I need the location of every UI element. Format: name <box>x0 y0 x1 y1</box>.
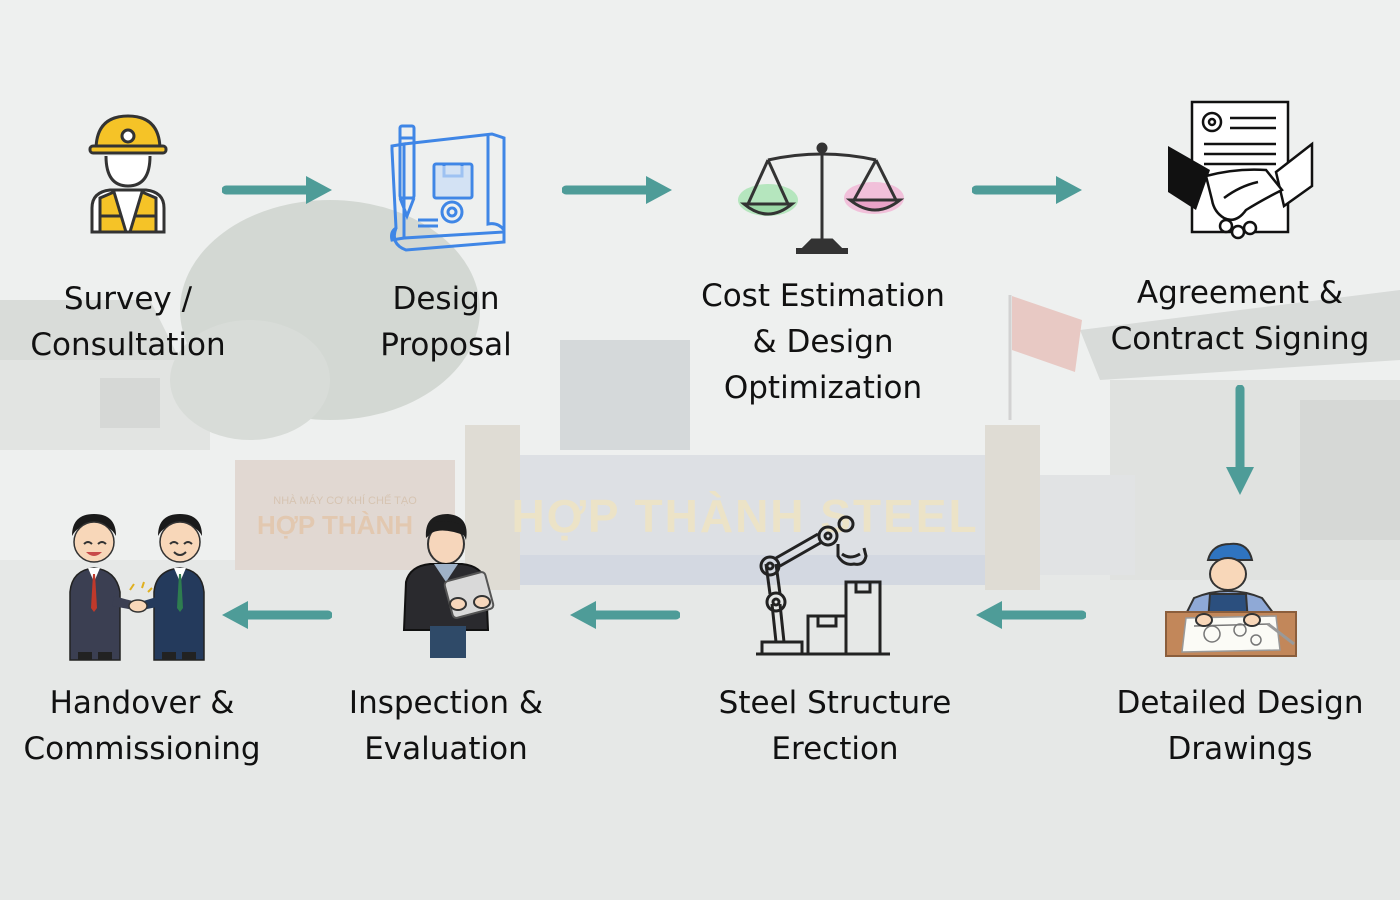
label-line: Handover & <box>49 685 235 721</box>
handshake-people-icon <box>69 514 205 661</box>
step-label: Agreement & Contract Signing <box>1111 270 1370 362</box>
drafter-icon <box>1165 542 1297 657</box>
label-line: & Design <box>752 324 894 360</box>
scale-icon <box>738 142 905 254</box>
step-label: Handover & Commissioning <box>23 680 260 772</box>
arrow-right-3 <box>972 176 1082 204</box>
step-label: Steel Structure Erection <box>719 680 952 772</box>
step-label: Design Proposal <box>380 276 512 368</box>
label-line: Design <box>392 281 500 317</box>
step-label: Survey / Consultation <box>30 276 225 368</box>
label-line: Cost Estimation <box>701 278 945 314</box>
inspector-icon <box>402 514 495 658</box>
step-label: Detailed Design Drawings <box>1117 680 1364 772</box>
step-label: Cost Estimation & Design Optimization <box>701 273 945 411</box>
label-line: Consultation <box>30 327 226 363</box>
board-sign-text: HỢP THÀNH <box>257 510 413 540</box>
blueprint-icon <box>390 124 506 252</box>
label-line: Drawings <box>1167 731 1313 767</box>
robot-arm-icon <box>756 515 890 656</box>
handshake-contract-icon <box>1168 100 1314 240</box>
arrow-down <box>1226 385 1254 495</box>
gate-sign-text: HỢP THÀNH STEEL <box>511 490 978 542</box>
label-line: Steel Structure <box>718 685 952 721</box>
arrow-right-2 <box>562 176 672 204</box>
label-line: Commissioning <box>23 731 261 767</box>
label-line: Erection <box>771 731 899 767</box>
label-line: Detailed Design <box>1116 685 1364 721</box>
engineer-icon <box>88 114 168 234</box>
arrow-left-2 <box>570 601 680 629</box>
label-line: Evaluation <box>364 731 528 767</box>
label-line: Contract Signing <box>1110 321 1370 357</box>
label-line: Agreement & <box>1136 275 1344 311</box>
arrow-left-1 <box>976 601 1086 629</box>
board-subtitle: NHÀ MÁY CƠ KHÍ CHẾ TẠO <box>273 494 417 507</box>
label-line: Survey / <box>63 281 193 317</box>
arrow-right-1 <box>222 176 332 204</box>
label-line: Optimization <box>723 370 923 406</box>
label-line: Proposal <box>380 327 512 363</box>
step-label: Inspection & Evaluation <box>349 680 543 772</box>
arrow-left-3 <box>222 601 332 629</box>
label-line: Inspection & <box>348 685 544 721</box>
